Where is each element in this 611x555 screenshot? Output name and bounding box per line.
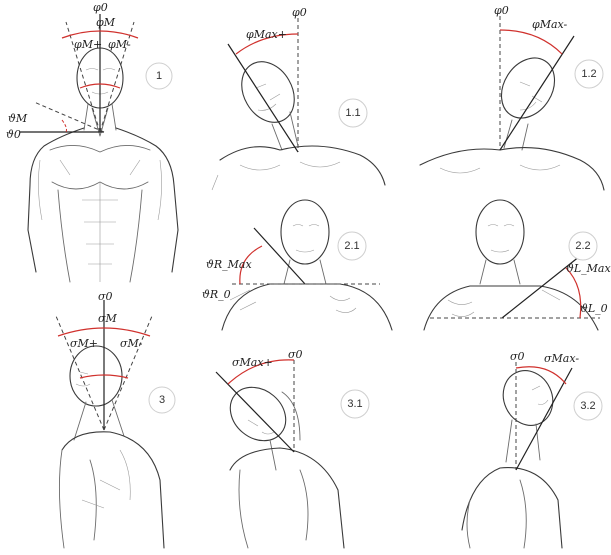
- badge-1-1: 1.1: [339, 99, 367, 127]
- label-theta0-2-2: ϑL_0: [580, 302, 608, 315]
- badge-3-2: 3.2: [574, 392, 602, 420]
- label-theta0: ϑ0: [6, 128, 21, 141]
- badge-1-2: 1.2: [575, 60, 603, 88]
- label-phi0: φ0: [93, 1, 108, 14]
- sketch-3-1: [220, 376, 344, 548]
- sigmaMax-arc-3-2: [516, 367, 566, 384]
- sketch-3: [59, 346, 164, 548]
- label-thetaM: ϑM: [8, 112, 28, 125]
- label-sigma0-3-2: σ0: [510, 350, 525, 363]
- phiMax-arc-1-2: [500, 30, 562, 54]
- label-sigmaM-minus: σM-: [120, 337, 143, 350]
- sigmaM-minus-line: [104, 316, 152, 430]
- thetaMax-arc-2-2: [566, 268, 581, 318]
- panel-3-lateral-neutral: σ0 σM σM+ σM- 3: [56, 290, 175, 548]
- label-phiM: φM: [96, 16, 116, 29]
- label-thetaMax-2-1: ϑR_Max: [206, 258, 252, 271]
- label-sigmaMax-3-1: σMax+: [232, 356, 273, 369]
- svg-text:3.2: 3.2: [580, 400, 595, 412]
- label-phiMax-1-1: φMax+: [246, 28, 287, 41]
- sigmaM-plus-line: [56, 316, 104, 430]
- badge-3: 3: [149, 387, 175, 413]
- svg-text:1.2: 1.2: [581, 68, 596, 80]
- panel-3-2-extension: σ0 σMax- 3.2: [462, 350, 602, 548]
- label-sigma0-3-1: σ0: [288, 348, 303, 361]
- label-phiMax-1-2: φMax-: [532, 18, 568, 31]
- panel-3-1-flexion: σ0 σMax+ 3.1: [216, 348, 369, 548]
- badge-2-1: 2.1: [338, 232, 366, 260]
- label-thetaMax-2-2: ϑL_Max: [566, 262, 611, 275]
- label-sigmaM: σM: [98, 312, 118, 325]
- svg-text:2.1: 2.1: [344, 240, 359, 252]
- panel-1-frontal-torso: φ0 φM φM+ φM- ϑM ϑ0 1: [6, 1, 178, 282]
- label-sigmaMax-3-2: σMax-: [544, 352, 579, 365]
- label-sigmaM-plus: σM+: [70, 337, 98, 350]
- panel-1-2-tilt-minus: φ0 φMax- 1.2: [420, 4, 604, 190]
- badge-3-1: 3.1: [341, 390, 369, 418]
- svg-text:1: 1: [156, 70, 162, 82]
- badge-2-2: 2.2: [569, 232, 597, 260]
- svg-text:2.2: 2.2: [575, 240, 590, 252]
- label-phi0-1-1: φ0: [292, 6, 307, 19]
- svg-text:1.1: 1.1: [345, 107, 360, 119]
- thetaM-arc: [62, 120, 67, 132]
- badge-1: 1: [146, 63, 172, 89]
- sigmaMax-line-3-2: [516, 368, 572, 470]
- svg-text:3.1: 3.1: [347, 398, 362, 410]
- label-phiM-plus: φM+: [74, 38, 102, 51]
- phiMax-line-1-1: [228, 44, 298, 152]
- panel-2-2-rotation-left: ϑL_Max ϑL_0 2.2: [424, 200, 611, 330]
- sketch-3-2: [462, 362, 562, 548]
- label-theta0-2-1: ϑR_0: [202, 288, 231, 301]
- phiMax-line-1-2: [500, 36, 574, 150]
- panel-1-1-tilt-plus: φ0 φMax+ 1.1: [212, 6, 385, 190]
- thetaMax-line-2-1: [254, 228, 305, 284]
- sigmaMax-line-3-1: [216, 372, 294, 452]
- panel-2-1-rotation-right: ϑR_Max ϑR_0 2.1: [202, 200, 392, 330]
- label-phi0-1-2: φ0: [494, 4, 509, 17]
- label-sigma0: σ0: [98, 290, 113, 303]
- label-phiM-minus: φM-: [108, 38, 131, 51]
- svg-text:3: 3: [159, 394, 165, 406]
